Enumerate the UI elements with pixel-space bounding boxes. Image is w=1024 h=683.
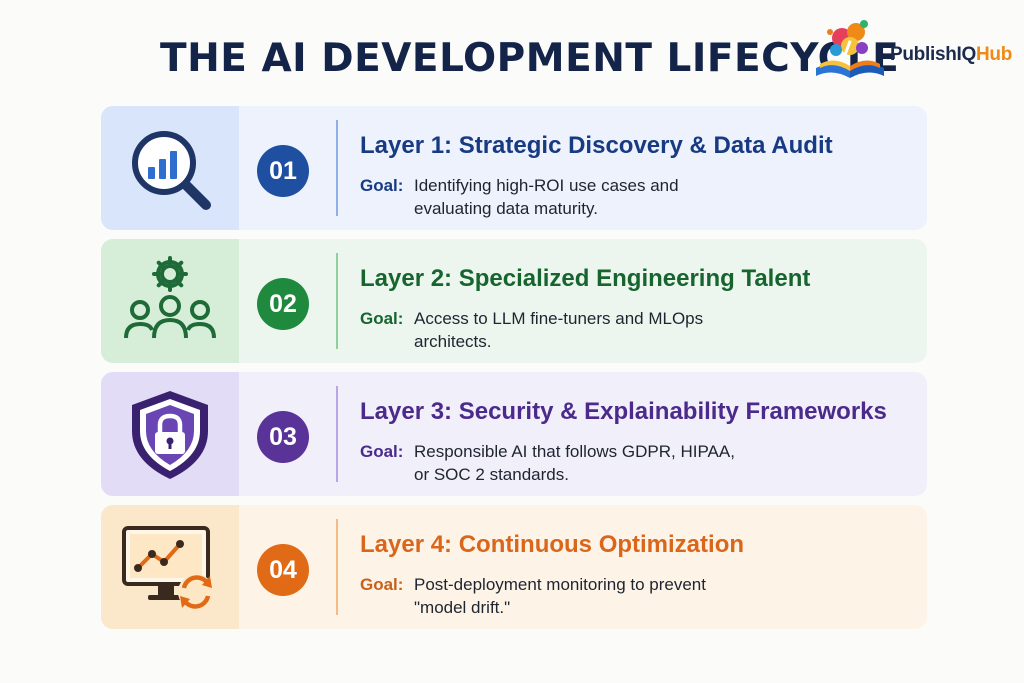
team-gear-icon	[124, 256, 216, 339]
layer-number-badge: 01	[257, 145, 309, 197]
brand-logo[interactable]: PublishIQHub	[812, 14, 1012, 86]
goal-label: Goal:	[360, 309, 404, 328]
divider	[336, 519, 338, 615]
layer-card-1: 01 Layer 1: Strategic Discovery & Data A…	[101, 106, 927, 230]
layer-title: Layer 1: Strategic Discovery & Data Audi…	[360, 132, 833, 159]
layer-card-3: 03 Layer 3: Security & Explainability Fr…	[101, 372, 927, 496]
goal-text: Post-deployment monitoring to prevent "m…	[414, 575, 706, 617]
goal-text: Responsible AI that follows GDPR, HIPAA,…	[414, 442, 735, 484]
open-book-icon	[816, 20, 884, 78]
layer-card-2: 02 Layer 2: Specialized Engineering Tale…	[101, 239, 927, 363]
magnifier-chart-icon	[132, 131, 211, 210]
goal-label: Goal:	[360, 442, 404, 461]
layer-icon-box	[101, 505, 239, 629]
layer-number-badge: 04	[257, 544, 309, 596]
goal-text: Access to LLM fine-tuners and MLOps arch…	[414, 309, 704, 351]
divider	[336, 386, 338, 482]
goal-label: Goal:	[360, 176, 404, 195]
layer-card-4: 04 Layer 4: Continuous Optimization Goal…	[101, 505, 927, 629]
layer-number-badge: 02	[257, 278, 309, 330]
layer-number-badge: 03	[257, 411, 309, 463]
layer-title: Layer 3: Security & Explainability Frame…	[360, 398, 887, 425]
monitor-refresh-icon	[122, 526, 214, 610]
page-title: THE AI DEVELOPMENT LIFECYCLE	[160, 36, 900, 81]
goal-label: Goal:	[360, 575, 404, 594]
layer-icon-box	[101, 372, 239, 496]
goal-text: Identifying high-ROI use cases and evalu…	[414, 176, 679, 218]
logo-text: PublishIQHub	[890, 44, 1013, 65]
layer-icon-box	[101, 239, 239, 363]
layer-icon-box	[101, 106, 239, 230]
shield-lock-icon	[132, 391, 208, 479]
layer-title: Layer 4: Continuous Optimization	[360, 531, 745, 558]
layer-title: Layer 2: Specialized Engineering Talent	[360, 265, 811, 292]
divider	[336, 253, 338, 349]
divider	[336, 120, 338, 216]
